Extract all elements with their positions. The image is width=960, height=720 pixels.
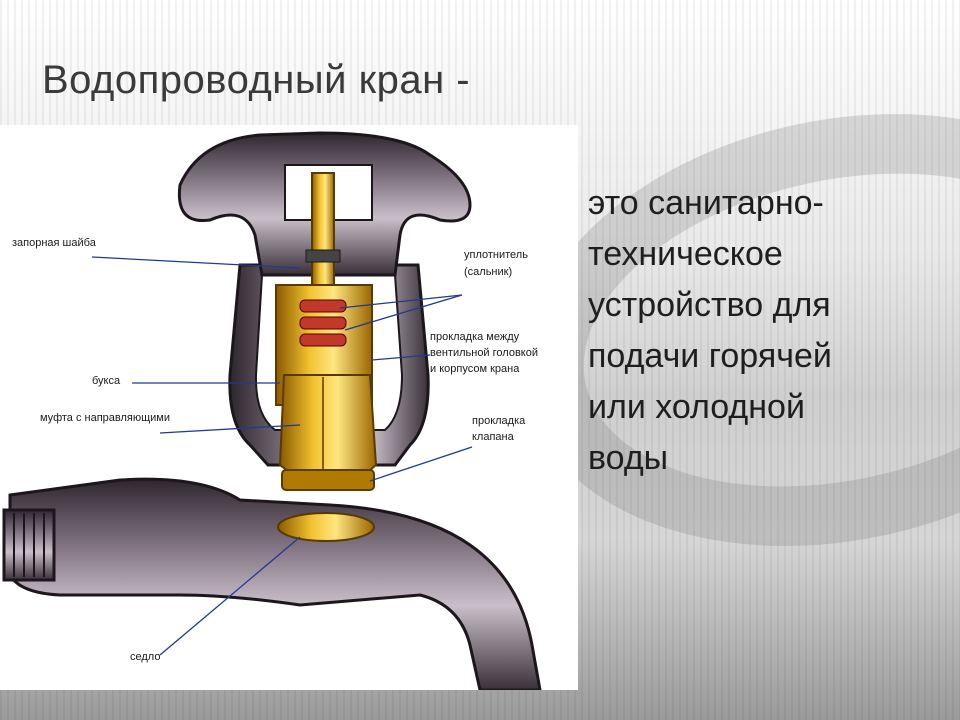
description-line: подачи горячей bbox=[588, 337, 832, 375]
callout-sedlo: седло bbox=[130, 651, 161, 663]
callout-mufta: муфта с направляющими bbox=[40, 412, 171, 424]
slide-title: Водопроводный кран - bbox=[42, 58, 471, 102]
inlet-thread bbox=[2, 508, 56, 582]
faucet-illustration bbox=[2, 131, 542, 690]
description-line: это санитарно- bbox=[588, 184, 824, 222]
description-line: воды bbox=[588, 439, 669, 477]
faucet-diagram: запорная шайба уплотнитель (сальник) про… bbox=[0, 125, 578, 690]
description-line: техническое bbox=[588, 235, 783, 273]
thread-lines bbox=[13, 513, 45, 577]
description-text: это санитарно- техническое устройство дл… bbox=[588, 178, 933, 484]
callout-prokladka-line1: прокладка между bbox=[430, 331, 520, 343]
callout-prokladka-klapana-line2: клапана bbox=[472, 431, 514, 443]
valve-seat bbox=[277, 512, 375, 542]
spindle bbox=[311, 172, 335, 289]
spindle-washer bbox=[305, 249, 341, 263]
callout-uplotnitel-line2: (сальник) bbox=[464, 266, 513, 278]
valve-disc bbox=[281, 469, 375, 491]
callout-zapornaya-shaiba: запорная шайба bbox=[12, 237, 96, 249]
callout-prokladka-line2: вентильной головкой bbox=[430, 347, 538, 359]
callout-buksa: букса bbox=[92, 375, 121, 387]
packing-gaskets bbox=[299, 299, 347, 347]
description-line: устройство для bbox=[588, 286, 831, 324]
callout-uplotnitel-line1: уплотнитель bbox=[464, 249, 528, 261]
spout-body bbox=[8, 477, 542, 690]
callout-prokladka-klapana-line1: прокладка bbox=[472, 415, 526, 427]
callout-prokladka-line3: и корпусом крана bbox=[430, 363, 520, 375]
guide-sleeve bbox=[278, 374, 378, 478]
description-line: или холодной bbox=[588, 388, 805, 426]
leader-lines bbox=[91, 256, 473, 656]
